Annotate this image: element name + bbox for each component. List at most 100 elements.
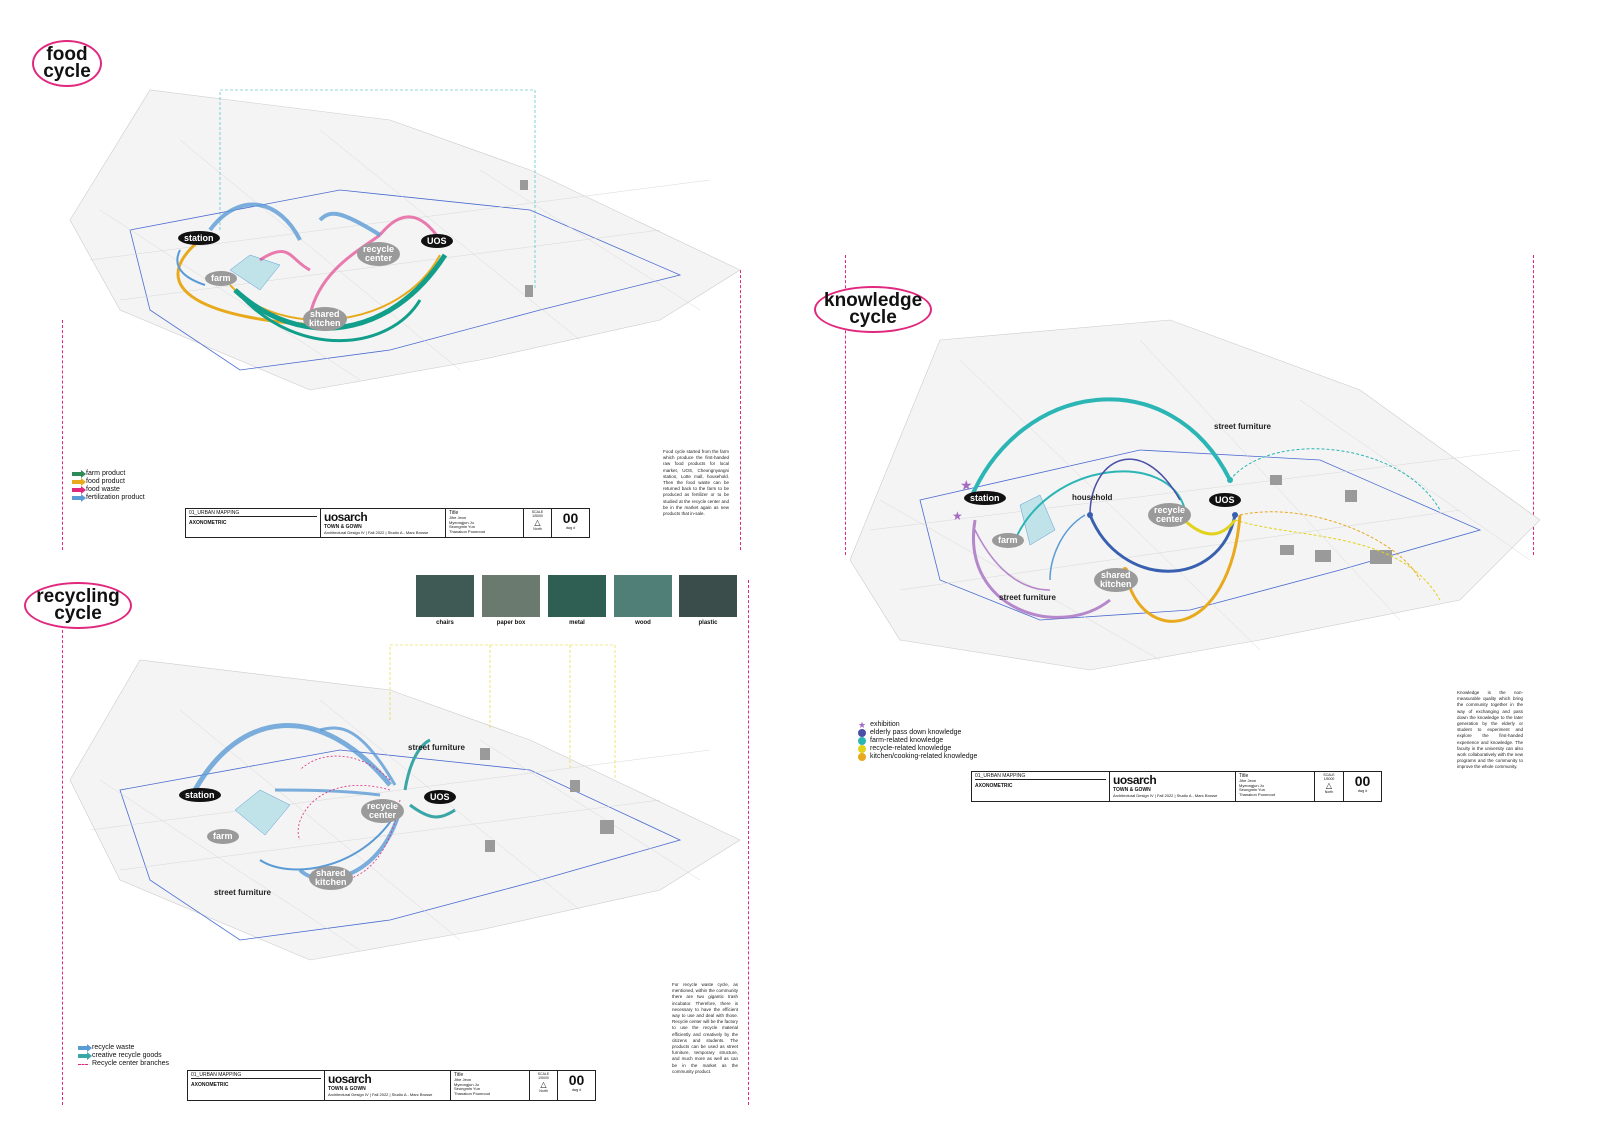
tb-project: 01_URBAN MAPPING: [189, 510, 317, 517]
node-farm[interactable]: farm: [205, 271, 237, 286]
label-street-furniture: street furniture: [408, 743, 465, 752]
legend-item: recycle-related knowledge: [858, 745, 977, 753]
node-label: kitchen: [315, 877, 347, 887]
node-farm[interactable]: farm: [207, 829, 239, 844]
knowledge-legend: ★exhibition elderly pass down knowledge …: [858, 721, 977, 761]
legend-label: food product: [86, 478, 125, 485]
tb-course-detail: Architectural Design IV | Fall 2022 | St…: [328, 1092, 433, 1097]
node-shared-kitchen[interactable]: shared kitchen: [1094, 568, 1138, 592]
title-line: cycle: [849, 307, 897, 328]
legend-item: farm product: [72, 470, 145, 478]
tb-course: TOWN & GOWN: [324, 524, 362, 530]
node-shared-kitchen[interactable]: shared kitchen: [309, 866, 353, 890]
knowledge-node-dot: [1227, 477, 1233, 483]
node-farm[interactable]: farm: [992, 533, 1024, 548]
tb-scale: SCALE 1/5000: [1323, 773, 1335, 781]
node-label: center: [1156, 514, 1184, 524]
tb-names: Jihe Jeon Myeongjun Ju Seungmin Yun Than…: [1239, 778, 1276, 797]
label-street-furniture: street furniture: [214, 888, 271, 897]
uosarch-logo: uosarch: [1113, 773, 1157, 787]
flow-creative-goods: [409, 803, 456, 819]
guide-line-right-left: [845, 255, 846, 555]
building: [485, 840, 495, 852]
guide-line-mid-top: [740, 270, 741, 550]
caption-wood: wood: [635, 620, 651, 626]
node-recycle-center[interactable]: recycle center: [357, 242, 401, 266]
legend-label: elderly pass down knowledge: [870, 729, 962, 736]
tb-sheet-number: 00: [1354, 773, 1371, 789]
node-station[interactable]: station: [964, 491, 1006, 505]
farm-plot: [234, 789, 291, 836]
tb-drawing: AXONOMETRIC: [189, 520, 227, 526]
recycling-description: For recycle waste cycle, as mentioned, w…: [672, 982, 738, 1074]
knowledge-node-dot: [1087, 512, 1093, 518]
tb-title-cell: Title Jihe Jeon Myeongjun Ju Seungmin Yu…: [451, 1071, 530, 1100]
tb-scale-cell: SCALE 1/5000 △ North: [1315, 772, 1344, 801]
node-uos[interactable]: UOS: [1209, 493, 1241, 507]
tb-scale: SCALE 1/5000: [531, 510, 544, 518]
tb-title-label: Title: [454, 1072, 464, 1078]
site-boundary: [919, 449, 1482, 621]
food-cycle-panel: food cycle station farm shared kitchen r…: [0, 0, 760, 545]
knowledge-titleblock: 01_URBAN MAPPING AXONOMETRIC uosarch TOW…: [971, 771, 1382, 802]
tb-sheet-cell: 00 dwg #: [1344, 772, 1381, 801]
legend-label: fertilization product: [86, 494, 145, 501]
flow-creative-goods: [259, 814, 396, 871]
legend-label: food waste: [86, 486, 120, 493]
dot-icon: [858, 753, 866, 761]
caption-metal: metal: [569, 620, 585, 626]
flow-elderly-knowledge: [1089, 458, 1181, 516]
building: [600, 820, 614, 834]
tb-course-detail: Architectural Design IV | Fall 2022 | St…: [324, 530, 429, 535]
flow-recycle-waste: [319, 726, 397, 786]
site-boundary: [129, 189, 682, 371]
map-area: [849, 319, 1540, 671]
recycling-cycle-map: [69, 644, 741, 961]
site-boundary: [119, 749, 682, 941]
photo-chairs: [416, 575, 474, 617]
title-line: knowledge: [824, 290, 923, 311]
map-area: [69, 89, 741, 391]
node-station[interactable]: station: [178, 231, 220, 245]
recycling-cycle-panel: recycling cycle chairs paper box metal w…: [0, 570, 760, 1125]
knowledge-cycle-map: ★ ★: [849, 319, 1540, 671]
building: [525, 285, 533, 297]
label-street-furniture: street furniture: [1214, 422, 1271, 431]
node-label: kitchen: [1100, 579, 1132, 589]
flow-creative-goods: [403, 738, 431, 791]
title-line: cycle: [43, 61, 91, 82]
guide-line-mid-bottom: [748, 580, 749, 1105]
dashed-guide: [219, 89, 536, 290]
caption-paper-box: paper box: [496, 620, 526, 626]
tb-scale-cell: SCALE 1/5000 △ North: [530, 1071, 558, 1100]
flow-branches: [299, 755, 391, 781]
legend-item: recycle waste: [78, 1044, 169, 1052]
node-recycle-center[interactable]: recycle center: [361, 799, 405, 823]
node-uos[interactable]: UOS: [421, 234, 453, 248]
legend-label: Recycle center branches: [92, 1060, 170, 1067]
legend-item: kitchen/cooking-related knowledge: [858, 753, 977, 761]
flow-farm-product: [238, 293, 422, 343]
photo-metal: [548, 575, 606, 617]
title-line: food: [46, 44, 88, 65]
flow-farm-product: [233, 253, 448, 331]
tb-course-cell: uosarch TOWN & GOWN Architectural Design…: [321, 509, 446, 537]
guide-line-right-right: [1533, 255, 1534, 555]
node-station[interactable]: station: [179, 788, 221, 802]
tb-dwg: dwg #: [1357, 789, 1368, 793]
node-recycle-center[interactable]: recycle center: [1148, 503, 1192, 527]
tb-north: North: [539, 1089, 548, 1093]
dot-icon: [858, 737, 866, 745]
farm-plot: [1019, 494, 1056, 546]
node-label: recycle: [367, 801, 399, 811]
flow-farm-knowledge: [968, 397, 1232, 501]
flow-exhibition: [974, 529, 1051, 591]
flow-kitchen-knowledge: [1239, 511, 1421, 581]
node-shared-kitchen[interactable]: shared kitchen: [303, 307, 347, 331]
knowledge-cycle-panel: knowledge cycle ★ ★: [800, 270, 1560, 810]
tb-scale: SCALE 1/5000: [537, 1072, 550, 1080]
tb-north: North: [533, 527, 542, 531]
node-uos[interactable]: UOS: [424, 790, 456, 804]
legend-item: fertilization product: [72, 494, 145, 502]
food-titleblock: 01_URBAN MAPPING AXONOMETRIC uosarch TOW…: [185, 508, 590, 538]
